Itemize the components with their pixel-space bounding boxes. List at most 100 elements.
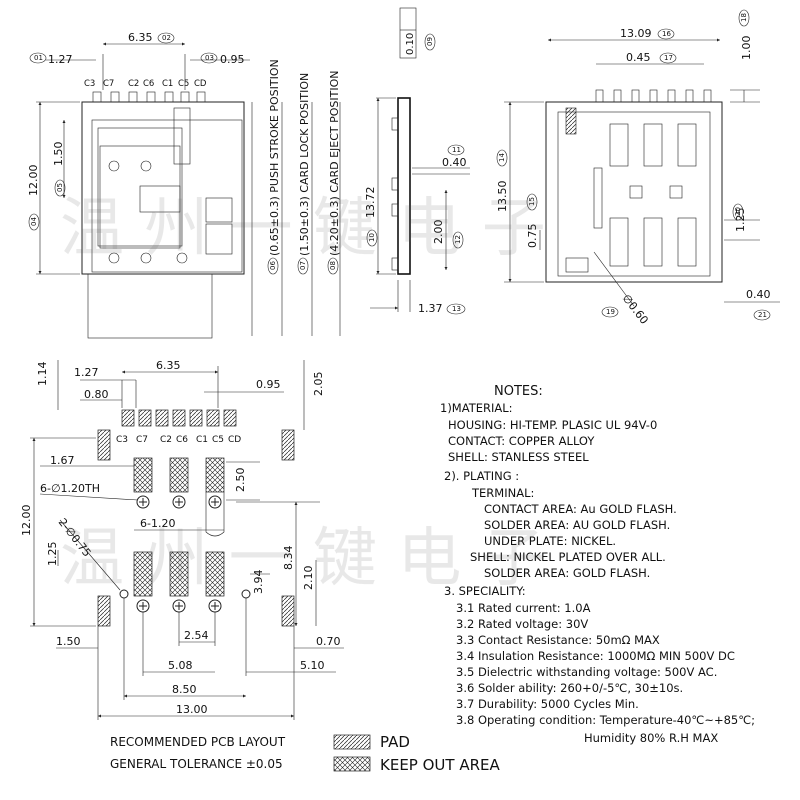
note-line: 3. SPECIALITY: xyxy=(444,584,526,598)
legend-pad-label: PAD xyxy=(380,733,410,751)
pcb-contact-c5: C5 xyxy=(212,435,224,445)
pcb-caption: RECOMMENDED PCB LAYOUT xyxy=(110,735,286,749)
bottom-dim-0-45: 0.45 xyxy=(626,51,651,64)
pcb-dim-12-00: 12.00 xyxy=(20,505,33,537)
dim-card-lock: (1.50±0.3) CARD LOCK POSITION xyxy=(298,73,311,256)
tag-16: 16 xyxy=(662,30,671,38)
tag-11: 11 xyxy=(452,146,461,154)
tag-01: 01 xyxy=(34,54,43,62)
pcb-dim-1-67: 1.67 xyxy=(50,454,75,467)
note-line: SHELL: STANLESS STEEL xyxy=(448,450,589,464)
pcb-dim-6-1-20: 6-1.20 xyxy=(140,517,175,530)
tag-13: 13 xyxy=(452,305,461,313)
note-line: 3.3 Contact Resistance: 50mΩ MAX xyxy=(456,633,660,647)
pcb-layout: C3 C7 C2 C6 C1 C5 CD xyxy=(20,359,500,774)
bottom-dim-1-25: 1.25 xyxy=(734,208,747,233)
bottom-dim-13-09: 13.09 xyxy=(620,27,652,40)
top-contact-c3: C3 xyxy=(84,79,95,89)
top-dim-1-27: 1.27 xyxy=(48,53,73,66)
dim-push-stroke: (0.65±0.3) PUSH STROKE POSITION xyxy=(268,59,281,256)
note-line: TERMINAL: xyxy=(471,486,534,500)
note-line: 2). PLATING : xyxy=(444,469,519,483)
notes: NOTES: 1)MATERIAL: HOUSING: HI-TEMP. PLA… xyxy=(440,384,755,745)
watermark: 温 州 一 键 电 子 温 州 一 键 电 子 xyxy=(60,192,546,596)
tag-08: 08 xyxy=(329,261,337,270)
note-line: 3.2 Rated voltage: 30V xyxy=(456,617,588,631)
pcb-dim-6-holes: 6-∅1.20TH xyxy=(40,482,100,495)
side-view: 0.10 09 13.72 10 0.40 11 2.00 12 1.37 13 xyxy=(364,7,470,315)
side-dim-0-40: 0.40 xyxy=(442,156,467,169)
tag-03: 03 xyxy=(205,54,214,62)
legend-keepout-swatch xyxy=(333,756,371,772)
watermark-text: 温 州 一 键 电 子 xyxy=(60,192,546,266)
pcb-dim-2-10: 2.10 xyxy=(302,566,315,591)
tag-15: 15 xyxy=(528,197,536,206)
tag-07: 07 xyxy=(299,261,307,270)
bottom-dim-1-00: 1.00 xyxy=(740,36,753,61)
side-dim-13-72: 13.72 xyxy=(364,187,377,219)
bottom-view: 13.09 16 0.45 17 1.00 18 13.50 14 0.75 1… xyxy=(496,9,780,327)
bottom-dim-0-75: 0.75 xyxy=(526,224,539,249)
note-line: 3.7 Durability: 5000 Cycles Min. xyxy=(456,697,639,711)
bottom-dim-0-60: ∅0.60 xyxy=(620,292,651,327)
note-line: UNDER PLATE: NICKEL. xyxy=(484,534,616,548)
general-tolerance: GENERAL TOLERANCE ±0.05 xyxy=(110,757,283,771)
contact-pads xyxy=(121,409,237,427)
card-outline xyxy=(87,273,213,339)
top-contact-c7: C7 xyxy=(103,79,114,89)
note-line: 3.4 Insulation Resistance: 1000MΩ MIN 50… xyxy=(456,649,735,663)
keep-out-areas xyxy=(133,457,225,597)
top-contact-c2: C2 xyxy=(128,79,139,89)
top-dim-6-35: 6.35 xyxy=(128,31,153,44)
pcb-dim-8-50: 8.50 xyxy=(172,683,197,696)
side-dim-1-37: 1.37 xyxy=(418,302,443,315)
pcb-contact-cd: CD xyxy=(228,435,241,445)
pcb-dim-2-05: 2.05 xyxy=(312,372,325,397)
pcb-contact-c3: C3 xyxy=(116,435,128,445)
top-dim-0-95: 0.95 xyxy=(220,53,245,66)
pcb-dim-0-95: 0.95 xyxy=(256,378,281,391)
tag-21: 21 xyxy=(758,311,767,319)
note-line: Humidity 80% R.H MAX xyxy=(584,731,718,745)
pcb-contact-c1: C1 xyxy=(196,435,208,445)
notes-title: NOTES: xyxy=(494,384,543,399)
tag-19: 19 xyxy=(606,308,615,316)
pcb-dim-2-50: 2.50 xyxy=(234,468,247,493)
note-line: CONTACT: COPPER ALLOY xyxy=(448,434,595,448)
pcb-dim-13-00: 13.00 xyxy=(176,703,208,716)
top-contact-cd: CD xyxy=(194,79,207,89)
top-contact-c5: C5 xyxy=(178,79,189,89)
tag-06: 06 xyxy=(269,261,277,270)
pcb-dim-1-14: 1.14 xyxy=(36,362,49,387)
side-dim-0-10: 0.10 xyxy=(405,33,416,55)
pcb-contact-c2: C2 xyxy=(160,435,172,445)
note-line: 1)MATERIAL: xyxy=(440,401,513,415)
top-dim-12-00: 12.00 xyxy=(27,165,40,197)
note-line: CONTACT AREA: Au GOLD FLASH. xyxy=(484,502,677,516)
pcb-dim-2-54: 2.54 xyxy=(184,629,209,642)
tag-20: 20 xyxy=(734,207,742,216)
pcb-dim-8-34: 8.34 xyxy=(282,546,295,571)
tag-10: 10 xyxy=(368,233,376,242)
pcb-dim-0-80: 0.80 xyxy=(84,388,109,401)
pcb-dim-1-27: 1.27 xyxy=(74,366,99,379)
tag-04: 04 xyxy=(30,217,38,226)
note-line: 3.8 Operating condition: Temperature-40℃… xyxy=(456,713,755,727)
top-contact-c1: C1 xyxy=(162,79,173,89)
pcb-dim-0-70: 0.70 xyxy=(316,635,341,648)
side-dim-2-00: 2.00 xyxy=(432,220,445,245)
note-line: HOUSING: HI-TEMP. PLASIC UL 94V-0 xyxy=(448,418,657,432)
pcb-contact-c7: C7 xyxy=(136,435,148,445)
tag-05: 05 xyxy=(56,183,64,192)
watermark-text: 温 州 一 键 电 子 xyxy=(60,522,546,596)
pcb-dim-1-50: 1.50 xyxy=(56,635,81,648)
tag-14: 14 xyxy=(498,153,506,162)
pcb-dim-3-94: 3.94 xyxy=(252,570,265,595)
note-line: SOLDER AREA: GOLD FLASH. xyxy=(484,566,650,580)
tag-09: 09 xyxy=(426,37,434,46)
pcb-dim-1-25: 1.25 xyxy=(46,542,59,567)
top-view: C3 C7 C2 C6 C1 C5 CD 6.35 02 1.27 01 03 … xyxy=(27,31,341,339)
tag-02: 02 xyxy=(162,34,171,42)
note-line: SOLDER AREA: AU GOLD FLASH. xyxy=(484,518,670,532)
